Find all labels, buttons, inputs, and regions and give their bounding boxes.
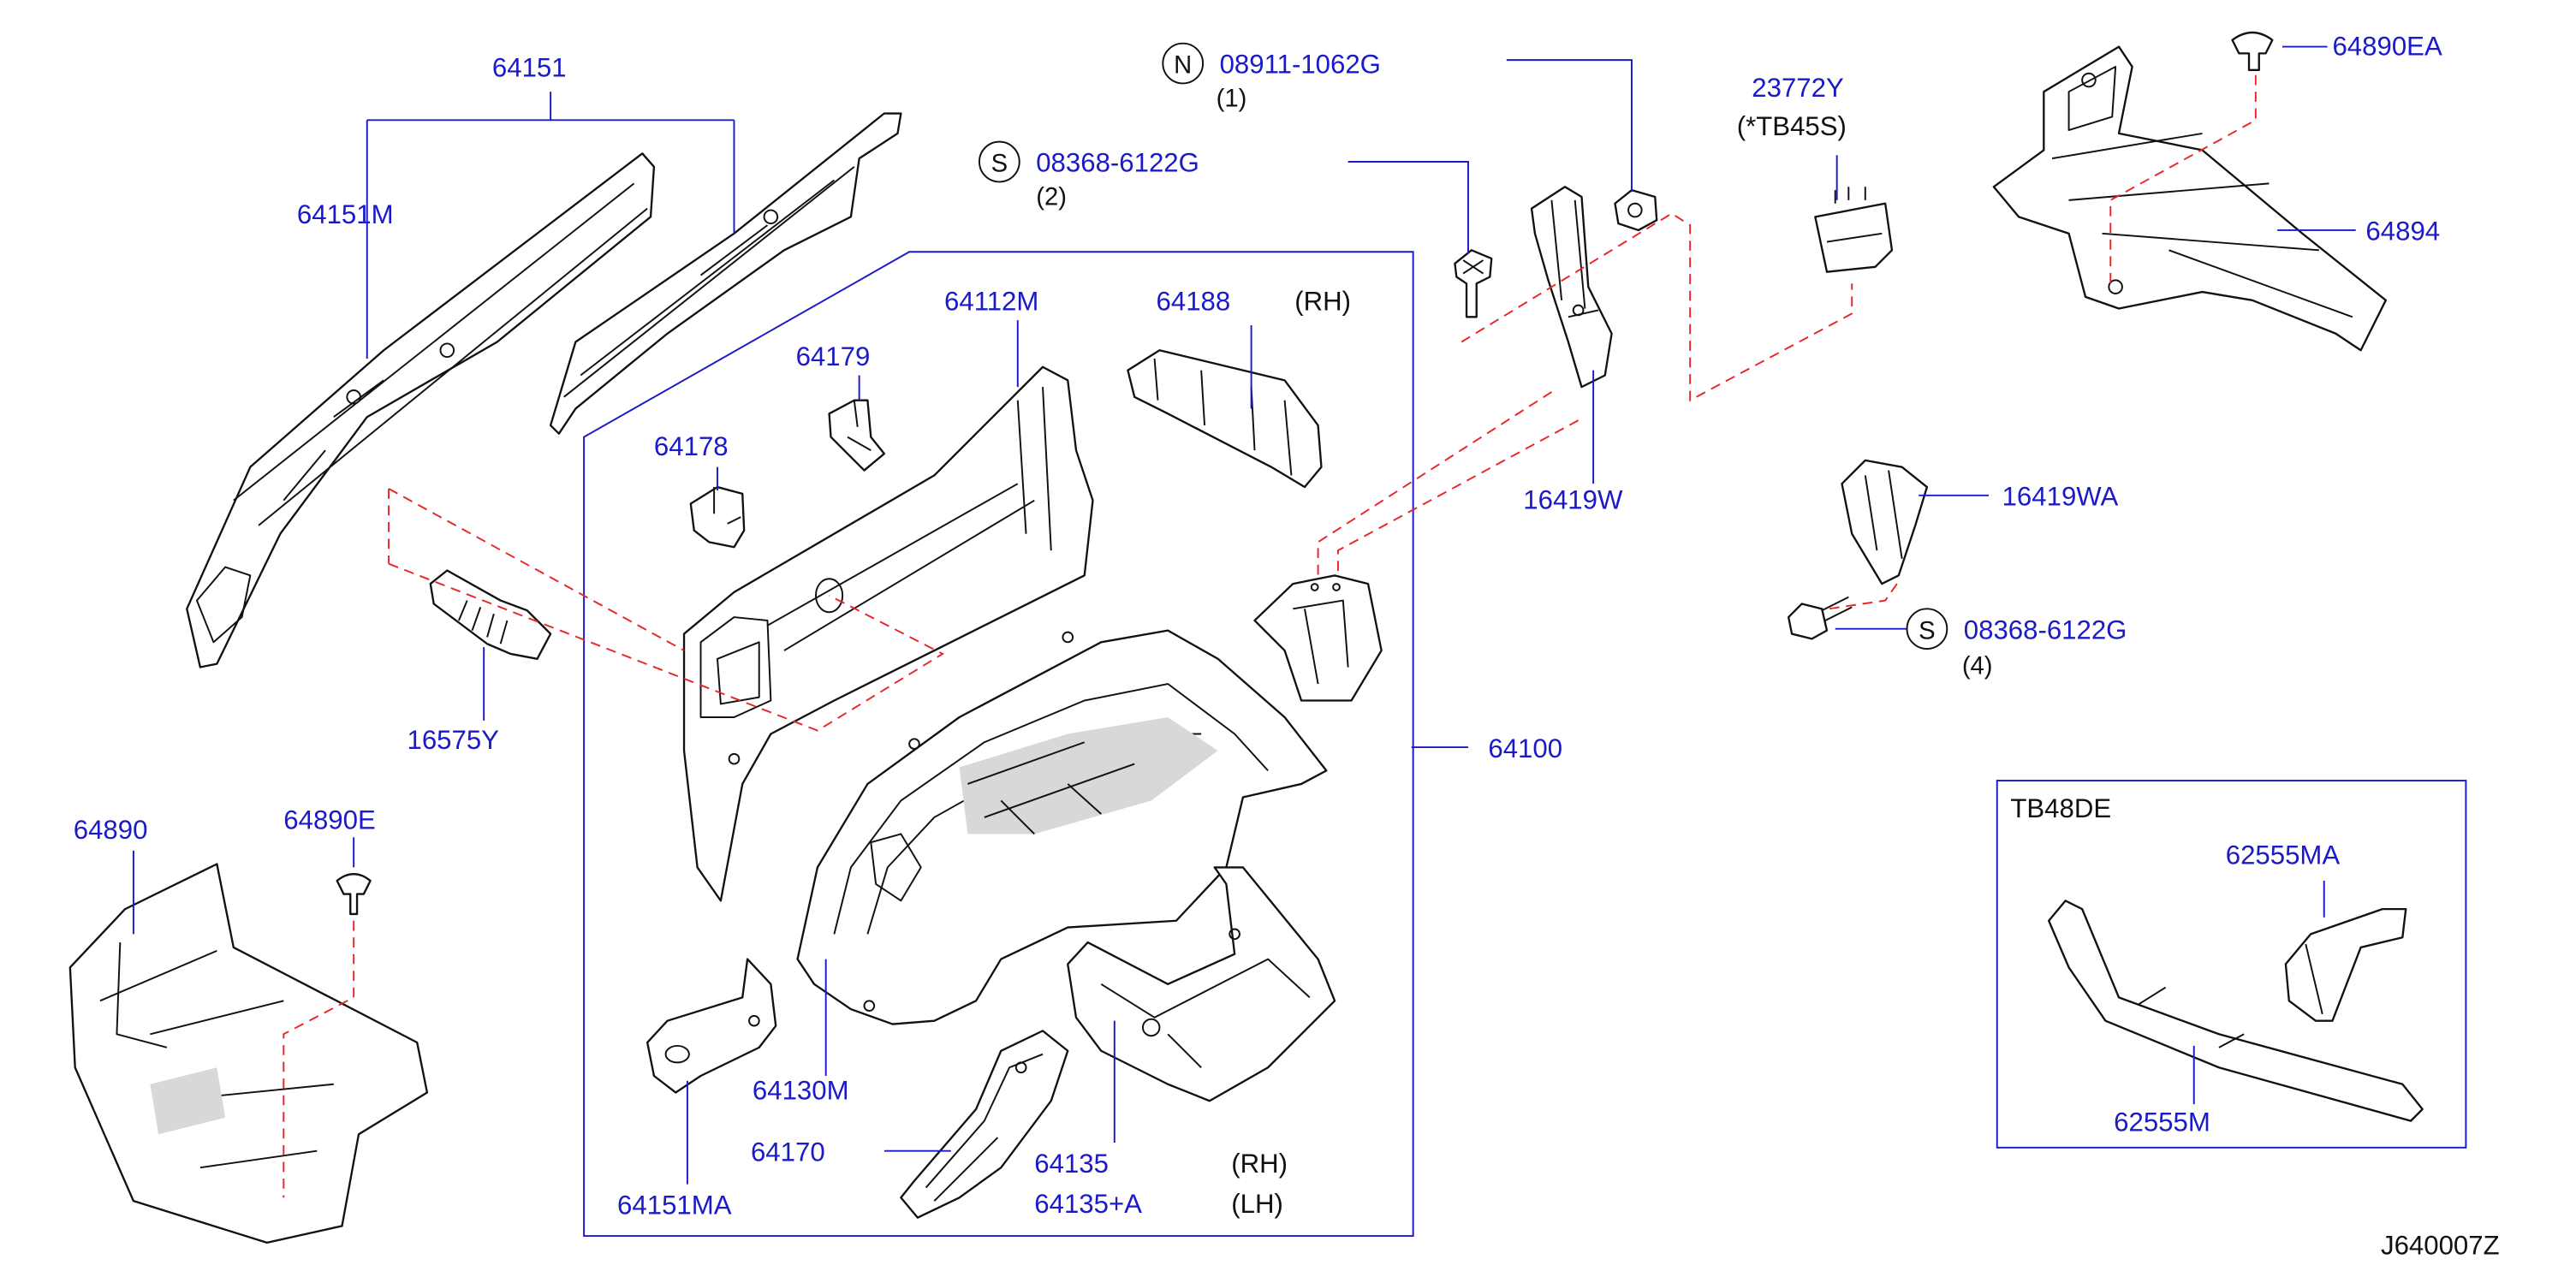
label-64890EA[interactable]: 64890EA xyxy=(2332,31,2442,61)
label-qty-1: (1) xyxy=(1217,86,1247,113)
cowl-top-panel-left xyxy=(186,152,656,668)
guide-16419WA xyxy=(1828,583,1898,610)
sensor-16575Y xyxy=(429,569,552,660)
guide-16575Y xyxy=(388,488,945,732)
member-64170 xyxy=(900,1030,1069,1219)
label-64135-lh: (LH) xyxy=(1231,1189,1283,1219)
wheel-housing-64130M xyxy=(796,629,1328,1025)
screw-symbol-icon: S xyxy=(978,140,1020,183)
bolt-icon xyxy=(1454,249,1493,318)
label-23772Y[interactable]: 23772Y xyxy=(1752,73,1844,103)
label-16419WA[interactable]: 16419WA xyxy=(2002,481,2119,511)
splash-shield-64890 xyxy=(68,863,429,1244)
label-64151MA[interactable]: 64151MA xyxy=(617,1191,732,1221)
nut-symbol-icon: N xyxy=(1162,42,1205,85)
bracket-62555MA xyxy=(2284,907,2407,1022)
bracket-16419W xyxy=(1530,186,1613,389)
guide-64890EA xyxy=(2109,74,2257,284)
nut-icon xyxy=(1614,188,1658,232)
label-64890E[interactable]: 64890E xyxy=(283,805,375,835)
diagram-reference-id: J640007Z xyxy=(2381,1231,2500,1261)
label-qty-2: (2) xyxy=(1036,184,1067,211)
screw-symbol-icon: S xyxy=(1906,608,1948,650)
leader-lines xyxy=(132,45,2356,1185)
label-64135-rh: (RH) xyxy=(1231,1149,1288,1179)
label-64188-rh: (RH) xyxy=(1294,286,1351,316)
tb48de-box xyxy=(1996,780,2467,1149)
label-64151[interactable]: 64151 xyxy=(492,53,567,83)
guide-16419W xyxy=(1317,212,1853,578)
bracket-62555M xyxy=(2047,900,2424,1122)
label-tb45s: (*TB45S) xyxy=(1737,111,1847,141)
label-64112M[interactable]: 64112M xyxy=(944,286,1038,316)
label-08368-6122G-lower[interactable]: 08368-6122G xyxy=(1964,615,2127,644)
nut-08911 xyxy=(1614,188,1658,232)
svg-text:N: N xyxy=(1174,52,1192,80)
label-62555MA[interactable]: 62555MA xyxy=(2226,840,2341,870)
label-64890[interactable]: 64890 xyxy=(74,815,148,845)
label-08368-6122G-upper[interactable]: 08368-6122G xyxy=(1036,148,1199,178)
label-64170[interactable]: 64170 xyxy=(751,1137,825,1167)
label-qty-4: (4) xyxy=(1962,652,1993,680)
label-64894[interactable]: 64894 xyxy=(2365,217,2440,246)
label-64130M[interactable]: 64130M xyxy=(753,1075,849,1105)
label-64135[interactable]: 64135 xyxy=(1034,1149,1109,1179)
label-16575Y[interactable]: 16575Y xyxy=(408,725,500,755)
relay-23772Y xyxy=(1814,187,1894,273)
label-16419W[interactable]: 16419W xyxy=(1523,484,1623,514)
label-64135A[interactable]: 64135+A xyxy=(1034,1189,1142,1219)
label-64188[interactable]: 64188 xyxy=(1157,286,1231,316)
label-64179[interactable]: 64179 xyxy=(796,342,871,371)
label-64151M[interactable]: 64151M xyxy=(297,199,394,229)
bracket-64178 xyxy=(689,485,746,549)
bolt-08368-lower xyxy=(1787,596,1853,640)
svg-text:S: S xyxy=(1919,617,1936,644)
svg-text:S: S xyxy=(991,151,1008,178)
hood-ledge-inner-64112M xyxy=(682,365,1094,902)
label-64100[interactable]: 64100 xyxy=(1488,733,1562,763)
main-assembly-box xyxy=(583,251,1414,1238)
guide-64890E xyxy=(283,920,355,1198)
label-08911-1062G[interactable]: 08911-1062G xyxy=(1220,50,1381,80)
bracket-64188 xyxy=(1127,349,1323,489)
splash-shield-64894 xyxy=(1992,45,2388,352)
bracket-lower-mount xyxy=(1253,574,1383,702)
clip-64890EA xyxy=(2231,31,2274,72)
label-62555M[interactable]: 62555M xyxy=(2114,1107,2210,1137)
label-tb48de: TB48DE xyxy=(2010,793,2111,823)
bracket-16419WA xyxy=(1841,459,1929,585)
clip-64890E xyxy=(336,873,372,916)
bolt-08368-upper xyxy=(1454,249,1493,318)
cowl-top-panel-right xyxy=(549,112,902,435)
clip-icon xyxy=(336,873,372,916)
label-64178[interactable]: 64178 xyxy=(654,431,729,461)
bracket-64179 xyxy=(828,399,886,472)
member-64135 xyxy=(1067,866,1336,1102)
bracket-64151MA xyxy=(645,958,777,1094)
